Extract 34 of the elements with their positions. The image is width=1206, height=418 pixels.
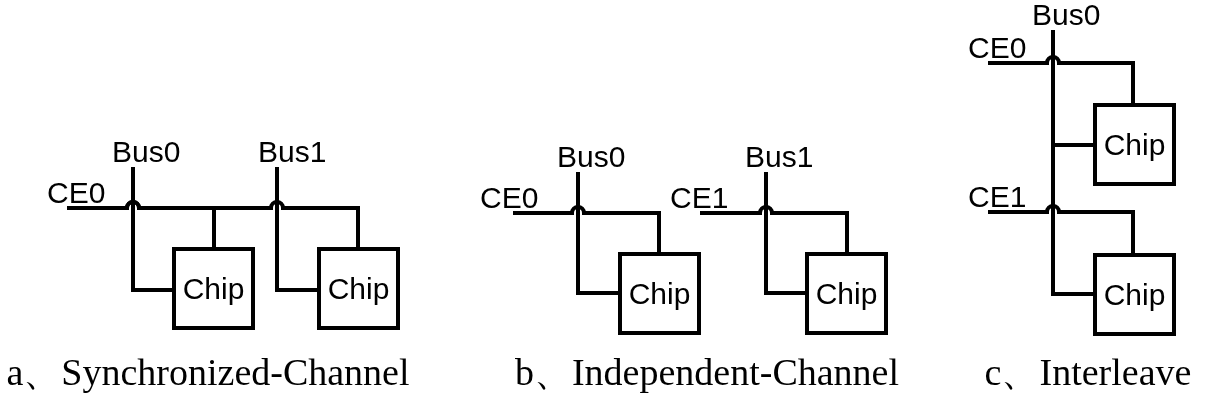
wire (513, 205, 661, 252)
wire (764, 172, 805, 295)
chip-label: Chip (182, 273, 245, 304)
subfigure-caption: a、Synchronized-Channel (6, 351, 410, 395)
chip-label: Chip (628, 278, 691, 309)
chip-box (172, 247, 255, 330)
wire (700, 205, 849, 252)
chip-box (317, 247, 400, 330)
chip-label: Chip (815, 278, 878, 309)
chip-box (1093, 253, 1176, 336)
chip-box (805, 252, 888, 335)
wire (131, 167, 172, 292)
bus-label: Bus0 (112, 137, 181, 167)
chip-box (1093, 103, 1176, 186)
wire (576, 172, 618, 295)
wire (275, 167, 317, 292)
chip-label: Chip (1103, 279, 1166, 310)
wire (988, 55, 1135, 103)
chip-enable-label: CE0 (47, 178, 106, 208)
chip-enable-label: CE0 (968, 33, 1027, 63)
chip-enable-label: CE0 (480, 183, 539, 213)
bus-label: Bus0 (557, 142, 626, 172)
chip-enable-label: CE1 (670, 183, 729, 213)
wire (988, 204, 1135, 253)
chip-enable-label: CE1 (968, 182, 1027, 212)
subfigure-caption: c、Interleave (984, 351, 1192, 395)
chip-label: Chip (1103, 129, 1166, 160)
bus-label: Bus0 (1032, 0, 1101, 30)
bus-label: Bus1 (258, 137, 327, 167)
subfigure-caption: b、Independent-Channel (514, 351, 900, 395)
bus-label: Bus1 (745, 142, 814, 172)
wire (67, 200, 360, 247)
chip-label: Chip (327, 273, 390, 304)
chip-box (618, 252, 701, 335)
